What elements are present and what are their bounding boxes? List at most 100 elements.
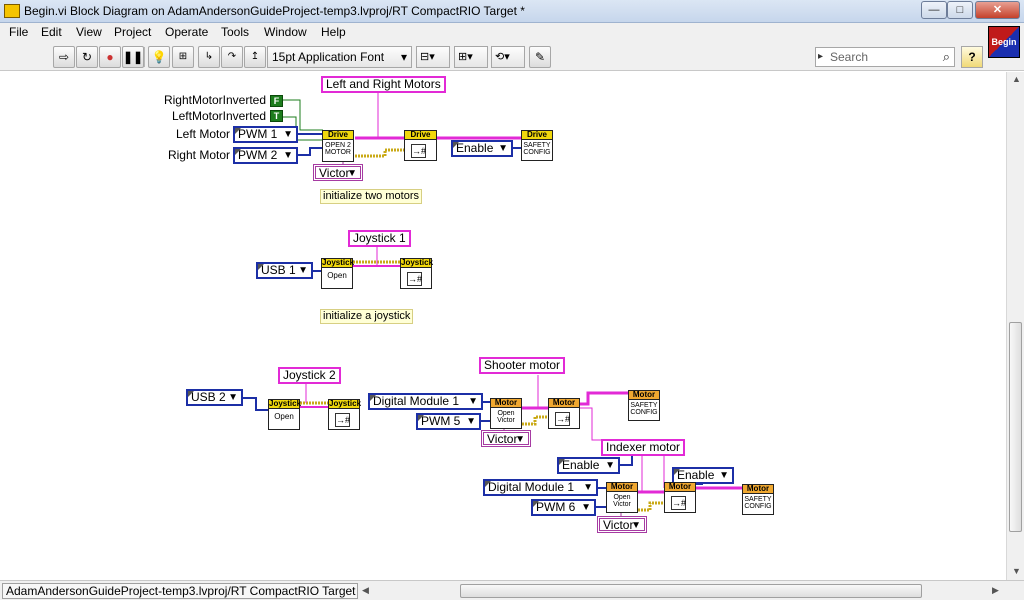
shooter-safety-config-vi[interactable]: Motor SAFETY CONFIG [628,390,660,421]
left-motor-inverted-label: LeftMotorInverted [171,109,266,123]
scroll-up-icon[interactable]: ▲ [1012,74,1021,84]
reference-doc-icon: →# [671,496,687,510]
highlight-execution-icon[interactable]: 💡 [148,46,170,68]
right-motor-inverted-label: RightMotorInverted [163,93,266,107]
retain-wire-values-icon[interactable]: ⊞ [172,46,194,68]
constant-tick [485,481,491,487]
scroll-left-icon[interactable]: ◀ [362,585,369,595]
font-select[interactable]: 15pt Application Font ▾ [267,46,412,68]
shooter-module-constant[interactable]: Digital Module 1▼ [368,393,483,410]
menu-view[interactable]: View [76,25,102,39]
indexer-pwm-constant[interactable]: PWM 6▼ [531,499,596,516]
indexer-reference-vi[interactable]: Motor →# [664,482,696,513]
align-objects-dropdown[interactable]: ⊟▾ [416,46,450,68]
wire-right-motor [298,147,323,156]
menu-help[interactable]: Help [321,25,346,39]
vertical-scroll-thumb[interactable] [1009,322,1022,532]
chevron-down-icon: ▼ [581,502,591,513]
reference-doc-icon: →# [407,272,423,286]
step-out-icon[interactable]: ↥ [244,46,266,68]
horizontal-scrollbar[interactable]: ◀ ▶ [362,584,1004,598]
left-motor-inverted-constant[interactable]: T [270,110,283,122]
constant-tick [453,142,459,148]
joystick1-open-vi[interactable]: Joystick Open [321,258,354,289]
left-motor-pwm-constant[interactable]: PWM 1▼ [233,126,298,143]
vi-header: Joystick [329,399,362,409]
reference-doc-icon: →# [411,144,427,158]
abort-icon[interactable]: ● [99,46,121,68]
shooter-victor-constant[interactable]: Victor▼ [481,430,531,447]
usb2-constant[interactable]: USB 2▼ [186,389,243,406]
shooter-reference-vi[interactable]: Motor →# [548,398,580,429]
scroll-right-icon[interactable]: ▶ [992,585,999,595]
caption-indexer-motor[interactable]: Indexer motor [601,439,686,456]
pause-icon[interactable]: ❚❚ [122,46,144,68]
comment-initialize-two-motors[interactable]: initialize two motors [320,189,422,204]
menu-project[interactable]: Project [114,25,152,39]
drive-reference-vi[interactable]: Drive →# [404,130,437,161]
horizontal-scroll-thumb[interactable] [460,584,922,598]
vi-header: Motor [665,483,695,492]
title-bar: Begin.vi Block Diagram on AdamAndersonGu… [0,0,1024,23]
block-diagram[interactable]: Left and Right Motors RightMotorInverted… [0,72,1006,580]
chevron-down-icon: ▼ [631,520,641,531]
constant-tick [258,264,264,270]
chevron-down-icon: ▼ [228,392,238,403]
wire-layer [243,93,742,524]
indexer-safety-config-vi[interactable]: Motor SAFETY CONFIG [742,484,774,515]
usb1-constant[interactable]: USB 1▼ [256,262,313,279]
reference-doc-icon: →# [335,413,351,427]
indexer-module-constant[interactable]: Digital Module 1▼ [483,479,598,496]
vi-header: Joystick [401,258,434,268]
left-motor-label: Left Motor [175,127,230,141]
drive-safety-config-vi[interactable]: Drive SAFETY CONFIG [521,130,553,161]
scroll-down-icon[interactable]: ▼ [1012,566,1021,576]
close-button[interactable]: ✕ [975,1,1020,19]
caption-joystick-2[interactable]: Joystick 2 [278,367,341,384]
left-motor-pwm-value: PWM 1 [238,127,278,141]
vertical-scrollbar[interactable]: ▲ ▼ [1006,72,1024,580]
joystick1-reference-vi[interactable]: Joystick →# [400,258,434,289]
drive-enable-constant[interactable]: Enable▼ [451,140,513,157]
step-over-icon[interactable]: ↷ [221,46,243,68]
caption-joystick-1[interactable]: Joystick 1 [348,230,411,247]
vi-header: Drive [405,131,436,140]
clean-up-diagram-icon[interactable]: ✎ [529,46,551,68]
menu-tools[interactable]: Tools [221,25,250,39]
shooter-open-victor-vi[interactable]: Motor Open Victor [490,398,522,429]
menu-edit[interactable]: Edit [41,25,62,39]
wire-shooter-safety [580,391,628,406]
joystick2-reference-vi[interactable]: Joystick →# [328,399,362,430]
run-continuously-icon[interactable]: ↻ [76,46,98,68]
minimize-button[interactable]: — [921,1,947,19]
indexer-enable-constant-b[interactable]: Enable▼ [672,467,734,484]
right-motor-pwm-constant[interactable]: PWM 2▼ [233,147,298,164]
indexer-enable-constant-a[interactable]: Enable▼ [557,457,620,474]
step-into-icon[interactable]: ↳ [198,46,220,68]
maximize-button[interactable]: □ [947,1,973,19]
menu-file[interactable]: File [9,25,29,39]
shooter-pwm-constant[interactable]: PWM 5▼ [416,413,481,430]
caption-shooter-motor[interactable]: Shooter motor [479,357,566,374]
menu-operate[interactable]: Operate [165,25,209,39]
drive-victor-constant[interactable]: Victor▼ [313,164,363,181]
distribute-objects-dropdown[interactable]: ⊞▾ [454,46,488,68]
constant-tick [533,501,539,507]
constant-tick [559,459,565,465]
search-input[interactable]: ▸ Search ⌕ [815,47,955,67]
comment-initialize-a-joystick[interactable]: initialize a joystick [320,309,414,324]
reorder-dropdown[interactable]: ⟲▾ [491,46,525,68]
right-motor-inverted-constant[interactable]: F [270,95,283,107]
joystick2-open-vi[interactable]: Joystick Open [268,399,301,430]
indexer-victor-constant[interactable]: Victor▼ [597,516,647,533]
caption-left-right-motors[interactable]: Left and Right Motors [321,76,446,93]
vi-icon[interactable]: Begin [988,26,1020,58]
project-target-path[interactable]: AdamAndersonGuideProject-temp3.lvproj/RT… [2,583,358,599]
chevron-down-icon: ▼ [583,482,593,493]
indexer-enable-b-value: Enable [677,468,715,482]
context-help-button[interactable]: ? [961,46,983,68]
run-arrow-icon[interactable]: ⇨ [53,46,75,68]
indexer-open-victor-vi[interactable]: Motor Open Victor [606,482,638,513]
drive-open-2-motor-vi[interactable]: Drive OPEN 2 MOTOR [322,130,354,162]
menu-window[interactable]: Window [264,25,307,39]
